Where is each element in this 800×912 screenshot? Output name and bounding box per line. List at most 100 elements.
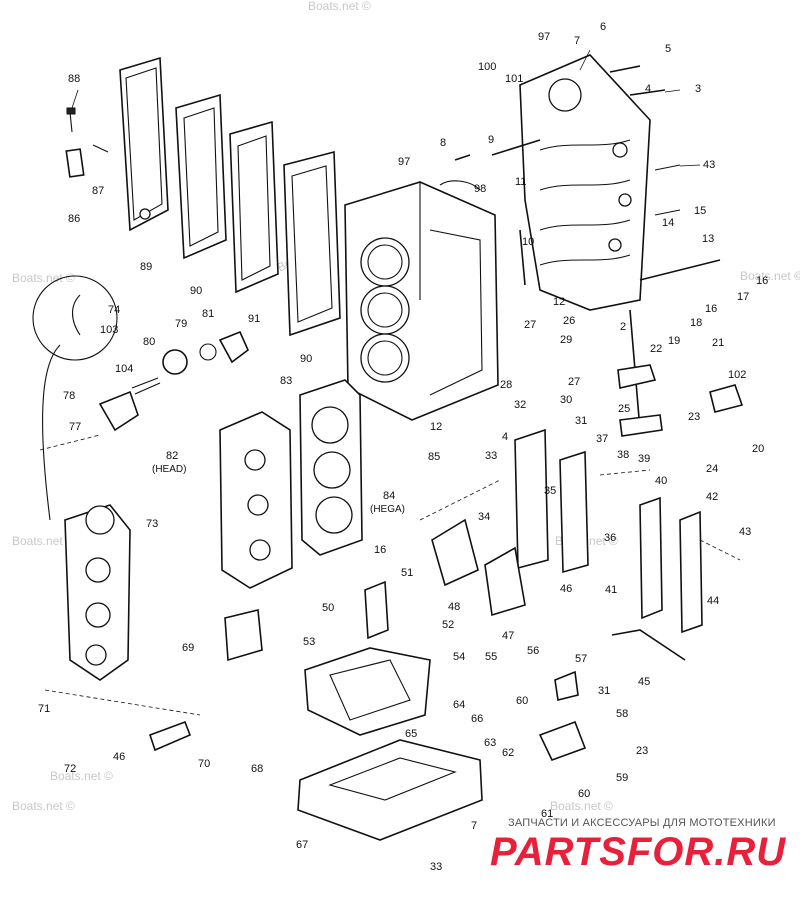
- callout: 8: [440, 137, 446, 149]
- callouts: 88 87 86 89 90 91 90 97 97 100 101 7 6 5…: [38, 21, 768, 873]
- callout: 23: [636, 745, 648, 757]
- head-gasket: [299, 379, 363, 556]
- callout: 23: [688, 411, 700, 423]
- callout: 13: [702, 233, 714, 245]
- adapter-gasket: [304, 647, 431, 736]
- bracket-50: [364, 580, 389, 640]
- watermark: Boats.net ©: [550, 799, 613, 813]
- hose-45: [611, 629, 686, 661]
- callout: 90: [190, 285, 202, 297]
- callout: 65: [405, 728, 417, 740]
- thermostat-housing: [98, 390, 139, 432]
- watermark: Boats.net ©: [12, 534, 75, 548]
- callout: 100: [478, 61, 496, 73]
- callout: 80: [143, 336, 155, 348]
- callout: 40: [655, 475, 667, 487]
- bypass-gasket-42: [679, 510, 703, 634]
- callout: 3: [695, 83, 701, 95]
- callout: 37: [596, 433, 608, 445]
- bypass-gasket: [559, 450, 589, 574]
- callout: 101: [505, 73, 523, 85]
- callout: 7: [574, 35, 580, 47]
- brand-tagline: ЗАПЧАСТИ И АКСЕССУАРЫ ДЛЯ МОТОТЕХНИКИ: [508, 817, 776, 829]
- callout: 29: [560, 334, 572, 346]
- callout: 89: [140, 261, 152, 273]
- callout: 82: [166, 450, 178, 462]
- callout: 52: [442, 619, 454, 631]
- watermark: Boats.net ©: [740, 269, 800, 283]
- callout: 39: [638, 453, 650, 465]
- callout: 60: [578, 788, 590, 800]
- callout: 10: [522, 236, 534, 248]
- adapter-plate: [297, 739, 483, 841]
- temperature-sender: [148, 720, 192, 752]
- detail-inset: [32, 275, 118, 521]
- callout: 60: [516, 695, 528, 707]
- callout: 61: [541, 808, 553, 820]
- leader-lines: [39, 49, 741, 716]
- callout: 27: [524, 319, 536, 331]
- callout: 103: [100, 324, 118, 336]
- callout: 81: [202, 308, 214, 320]
- callout: 63: [484, 737, 496, 749]
- anode-screw: [92, 144, 109, 153]
- callout: 36: [604, 532, 616, 544]
- callout: 97: [538, 31, 550, 43]
- cylinder-head: [219, 411, 293, 589]
- callout: 86: [68, 213, 80, 225]
- callout: 58: [616, 708, 628, 720]
- sensor-module: [224, 609, 263, 662]
- callout: 87: [92, 185, 104, 197]
- callout: 72: [64, 763, 76, 775]
- bracket-62: [538, 720, 587, 761]
- callout: 27: [568, 376, 580, 388]
- callout: 50: [322, 602, 334, 614]
- callout: 21: [712, 337, 724, 349]
- watermark: Boats.net ©: [308, 0, 371, 13]
- callout: 78: [63, 390, 75, 402]
- plate-47: [484, 546, 526, 617]
- callout: 90: [300, 353, 312, 365]
- callout: 18: [690, 317, 702, 329]
- exhaust-divider-plate: [229, 120, 279, 294]
- callout: 66: [471, 713, 483, 725]
- bypass-cover: [514, 428, 549, 570]
- throttle-linkage: [617, 309, 663, 437]
- cylinder-block: [344, 180, 499, 421]
- callout: 15: [694, 205, 706, 217]
- callout: 5: [665, 43, 671, 55]
- callout: 25: [618, 403, 630, 415]
- callout: 88: [68, 73, 80, 85]
- head-note: (HEAD): [152, 464, 186, 475]
- callout: 51: [401, 567, 413, 579]
- watermark: Boats.net ©: [50, 769, 113, 783]
- callout: 104: [115, 363, 133, 375]
- callout: 16: [374, 544, 386, 556]
- callout: 55: [485, 651, 497, 663]
- thermostat-group: [131, 330, 249, 395]
- callout: 30: [560, 394, 572, 406]
- crankcase-bolts: [454, 65, 721, 286]
- callout: 64: [453, 699, 465, 711]
- callout: 59: [616, 772, 628, 784]
- callout: 56: [527, 645, 539, 657]
- callout: 32: [514, 399, 526, 411]
- callout: 26: [563, 315, 575, 327]
- callout: 28: [500, 379, 512, 391]
- callout: 14: [662, 217, 674, 229]
- callout: 45: [638, 676, 650, 688]
- callout: 97: [398, 156, 410, 168]
- callout: 44: [707, 595, 719, 607]
- callout: 102: [728, 369, 746, 381]
- callout: 46: [113, 751, 125, 763]
- exhaust-cover-gasket: [175, 93, 227, 260]
- callout: 33: [485, 450, 497, 462]
- callout: 20: [752, 443, 764, 455]
- callout: 47: [502, 630, 514, 642]
- exhaust-manifold-cover: [64, 504, 131, 681]
- callout: 84: [383, 490, 395, 502]
- callout: 17: [737, 291, 749, 303]
- callout: 67: [296, 839, 308, 851]
- brand-logo: PARTSFOR.RU: [490, 830, 787, 874]
